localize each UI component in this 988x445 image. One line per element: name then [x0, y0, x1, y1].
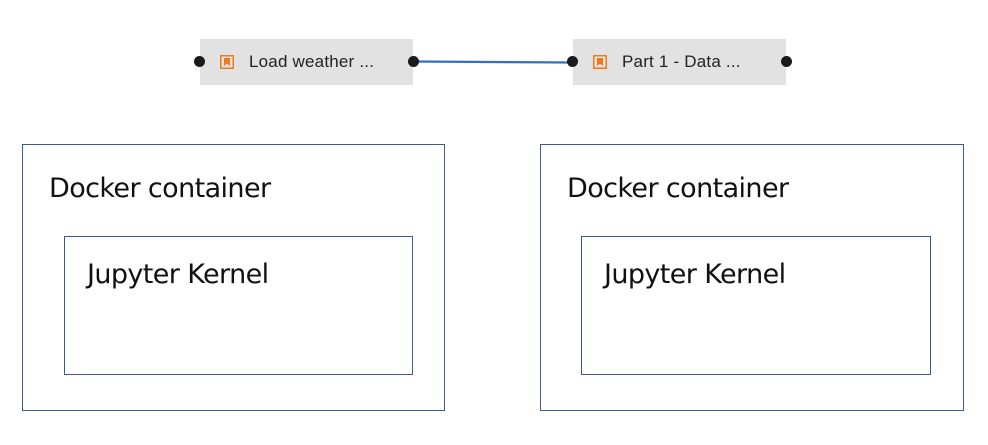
notebook-icon	[220, 55, 234, 69]
docker-container-box: Docker container	[540, 144, 964, 411]
input-port[interactable]	[567, 56, 578, 67]
notebook-icon	[593, 55, 607, 69]
jupyter-kernel-title: Jupyter Kernel	[87, 259, 269, 290]
node-label: Load weather ...	[249, 52, 375, 71]
node-link	[412, 60, 574, 64]
jupyter-kernel-box: Jupyter Kernel	[581, 236, 931, 375]
docker-container-title: Docker container	[49, 173, 271, 204]
output-port[interactable]	[781, 56, 792, 67]
pipeline-node-part-1[interactable]: Part 1 - Data ...	[567, 39, 792, 85]
pipeline-node-load-weather[interactable]: Load weather ...	[194, 39, 419, 85]
docker-container-box: Docker container	[22, 144, 445, 411]
input-port[interactable]	[194, 56, 205, 67]
node-label: Part 1 - Data ...	[622, 52, 741, 71]
jupyter-kernel-box: Jupyter Kernel	[64, 236, 413, 375]
jupyter-kernel-title: Jupyter Kernel	[604, 259, 786, 290]
docker-container-title: Docker container	[567, 173, 789, 204]
output-port[interactable]	[408, 56, 419, 67]
